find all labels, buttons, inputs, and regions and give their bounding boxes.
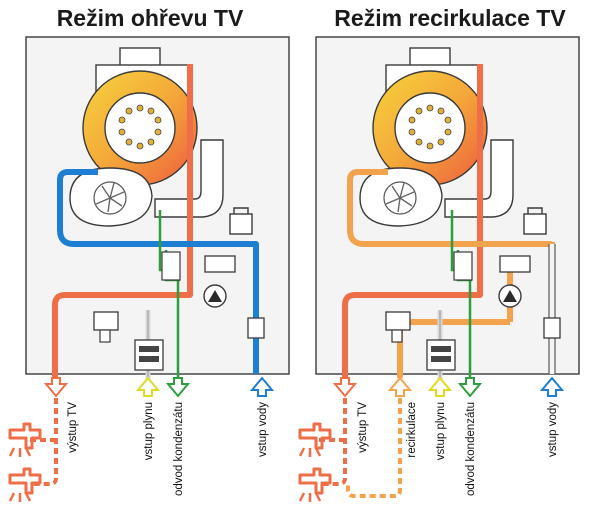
left-label-condensate-out: odvod kondenzátu [173, 402, 185, 496]
right-pump-icon [498, 284, 522, 308]
right-siphon [453, 251, 473, 281]
right-label-condensate-out: odvod kondenzátu [465, 402, 477, 496]
right-flue-outlet [409, 47, 451, 67]
right-gas-inlet-arrow-icon [427, 376, 453, 397]
right-tap-1-icon [298, 422, 332, 459]
right-label-gas-in: vstup plynu [435, 402, 447, 460]
left-flue-outlet [119, 47, 161, 67]
right-recirculation-arrow-icon [387, 376, 413, 397]
left-panel-title: Režim ohřevu TV [57, 5, 244, 31]
left-burner-flames-icon [118, 104, 162, 150]
right-label-hot-water-out: výstup TV [357, 402, 369, 453]
left-pump-icon [203, 284, 227, 308]
left-label-hot-water-out: výstup TV [67, 402, 79, 453]
right-fan-icon [359, 167, 443, 227]
left-plate-exchanger [204, 255, 236, 273]
right-plate-exchanger [499, 255, 531, 273]
left-gas-valve-icon [134, 339, 164, 371]
left-gas-inlet-arrow-icon [135, 376, 161, 397]
right-heat-exchanger [372, 70, 488, 186]
left-air-duct [154, 139, 224, 218]
right-hot-line-to-taps [319, 398, 347, 486]
right-burner-flames-icon [408, 104, 452, 150]
right-panel-title: Režim recirkulace TV [334, 5, 566, 31]
left-hot-water-pipe [52, 70, 193, 385]
left-water-inlet-arrow-icon [249, 376, 275, 397]
left-3way-valve-icon [229, 207, 253, 235]
right-hot-water-pipe [342, 70, 483, 385]
left-siphon [161, 251, 181, 281]
right-water-inlet-arrow-icon [539, 376, 565, 397]
left-diverter-valve-icon [93, 311, 119, 343]
right-recirculation-return-line [346, 398, 402, 498]
left-panel: Režim ohřevu TV [8, 5, 290, 504]
left-hot-outlet-arrow-icon [43, 377, 69, 398]
left-condensate-arrow-icon [165, 377, 191, 398]
right-flow-sensor [543, 317, 561, 339]
right-panel: Režim recirkulace TV [298, 5, 580, 504]
right-3way-valve-icon [523, 207, 547, 235]
left-label-water-in: vstup vody [257, 402, 269, 457]
right-gas-valve-icon [426, 339, 456, 371]
left-cold-water-pipe [57, 169, 259, 374]
right-label-water-in: vstup vody [547, 402, 559, 457]
right-condensate-arrow-icon [457, 377, 483, 398]
right-diverter-valve-icon [385, 311, 411, 343]
left-hot-line-to-taps [30, 398, 58, 486]
left-flow-sensor [247, 317, 265, 339]
right-air-duct [444, 139, 514, 218]
left-heat-exchanger [82, 70, 198, 186]
left-label-gas-in: vstup plynu [143, 402, 155, 460]
right-label-recirculation: recirkulace [406, 402, 418, 458]
left-fan-icon [69, 167, 153, 227]
right-hot-outlet-arrow-icon [332, 377, 358, 398]
